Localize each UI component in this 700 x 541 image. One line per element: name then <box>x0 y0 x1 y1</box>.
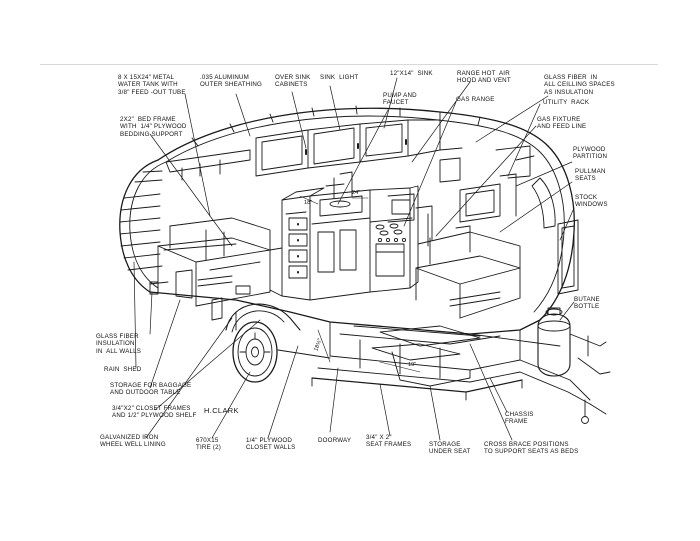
label-closet-frames: 3/4"x2" CLOSET FRAMES AND 1/2" PLYWOOD S… <box>112 405 197 420</box>
label-tire: 670x15 TIRE (2) <box>196 437 221 452</box>
label-glass-fiber-walls: GLASS FIBER INSULATION IN ALL WALLS <box>96 333 142 355</box>
label-aluminum-sheathing: .035 ALUMINUM OUTER SHEATHING <box>200 74 263 89</box>
label-seat-frames: 3/4" x 2" SEAT FRAMES <box>366 434 412 449</box>
label-metal-water-tank: 8 x 15x24" METAL WATER TANK WITH 3/8" FE… <box>118 74 186 96</box>
label-storage-baggage: STORAGE FOR BAGGAGE AND OUTDOOR TABLE <box>110 382 192 397</box>
label-storage-under-seat: STORAGE UNDER SEAT <box>429 441 471 456</box>
label-galvanized-iron: GALVANIZED IRON WHEEL WELL LINING <box>100 434 166 449</box>
gas-range <box>369 147 463 293</box>
label-sink-size: 12"x14" SINK <box>390 70 433 77</box>
dimension-19: 19" <box>408 362 417 368</box>
label-utility-rack: UTILITY RACK <box>543 99 590 106</box>
chassis-floor <box>311 321 591 405</box>
label-closet-walls: 1/4" PLYWOOD CLOSET WALLS <box>246 437 296 452</box>
label-pump-faucet: PUMP AND FAUCET <box>383 92 417 107</box>
pullman-seats <box>415 145 535 319</box>
overhead-cabinets <box>255 119 441 177</box>
label-chassis-frame: CHASSIS FRAME <box>505 411 534 426</box>
label-stock-windows: STOCK WINDOWS <box>575 194 608 209</box>
wheel <box>225 303 331 383</box>
label-bed-frame: 2x2" BED FRAME WITH 1/4" PLYWOOD BEDDING… <box>120 116 187 138</box>
label-plywood-partition: PLYWOOD PARTITION <box>573 146 608 161</box>
label-doorway: DOORWAY <box>318 437 352 444</box>
butane-and-hitch <box>537 307 611 424</box>
label-range-hood: RANGE HOT AIR HOOD AND VENT <box>457 70 511 85</box>
label-pullman-seats: PULLMAN SEATS <box>575 168 606 183</box>
label-cross-brace: CROSS BRACE POSITIONS TO SUPPORT SEATS A… <box>484 441 579 456</box>
top-rule <box>40 64 658 65</box>
label-over-sink-cabinets: OVER SINK CABINETS <box>275 74 311 89</box>
leader-lines <box>133 77 575 441</box>
label-rain-shed: RAIN SHED <box>104 366 142 373</box>
label-glass-fiber-ceiling: GLASS FIBER IN ALL CEILLING SPACES AS IN… <box>544 74 615 96</box>
artist-signature: H.CLARK <box>204 406 239 415</box>
dimension-lines <box>299 195 421 373</box>
label-gas-fixture: GAS FIXTURE AND FEED LINE <box>537 116 587 131</box>
side-window <box>557 219 579 295</box>
label-gas-range: GAS RANGE <box>456 96 495 103</box>
label-sink-light: SINK LIGHT <box>320 74 359 81</box>
rear-bed-area <box>149 217 271 321</box>
dimension-24: 24" <box>352 190 361 196</box>
label-butane-bottle: BUTANE BOTTLE <box>574 296 600 311</box>
closet-and-cabinets <box>269 171 371 301</box>
dimension-18: 18" <box>304 200 313 206</box>
